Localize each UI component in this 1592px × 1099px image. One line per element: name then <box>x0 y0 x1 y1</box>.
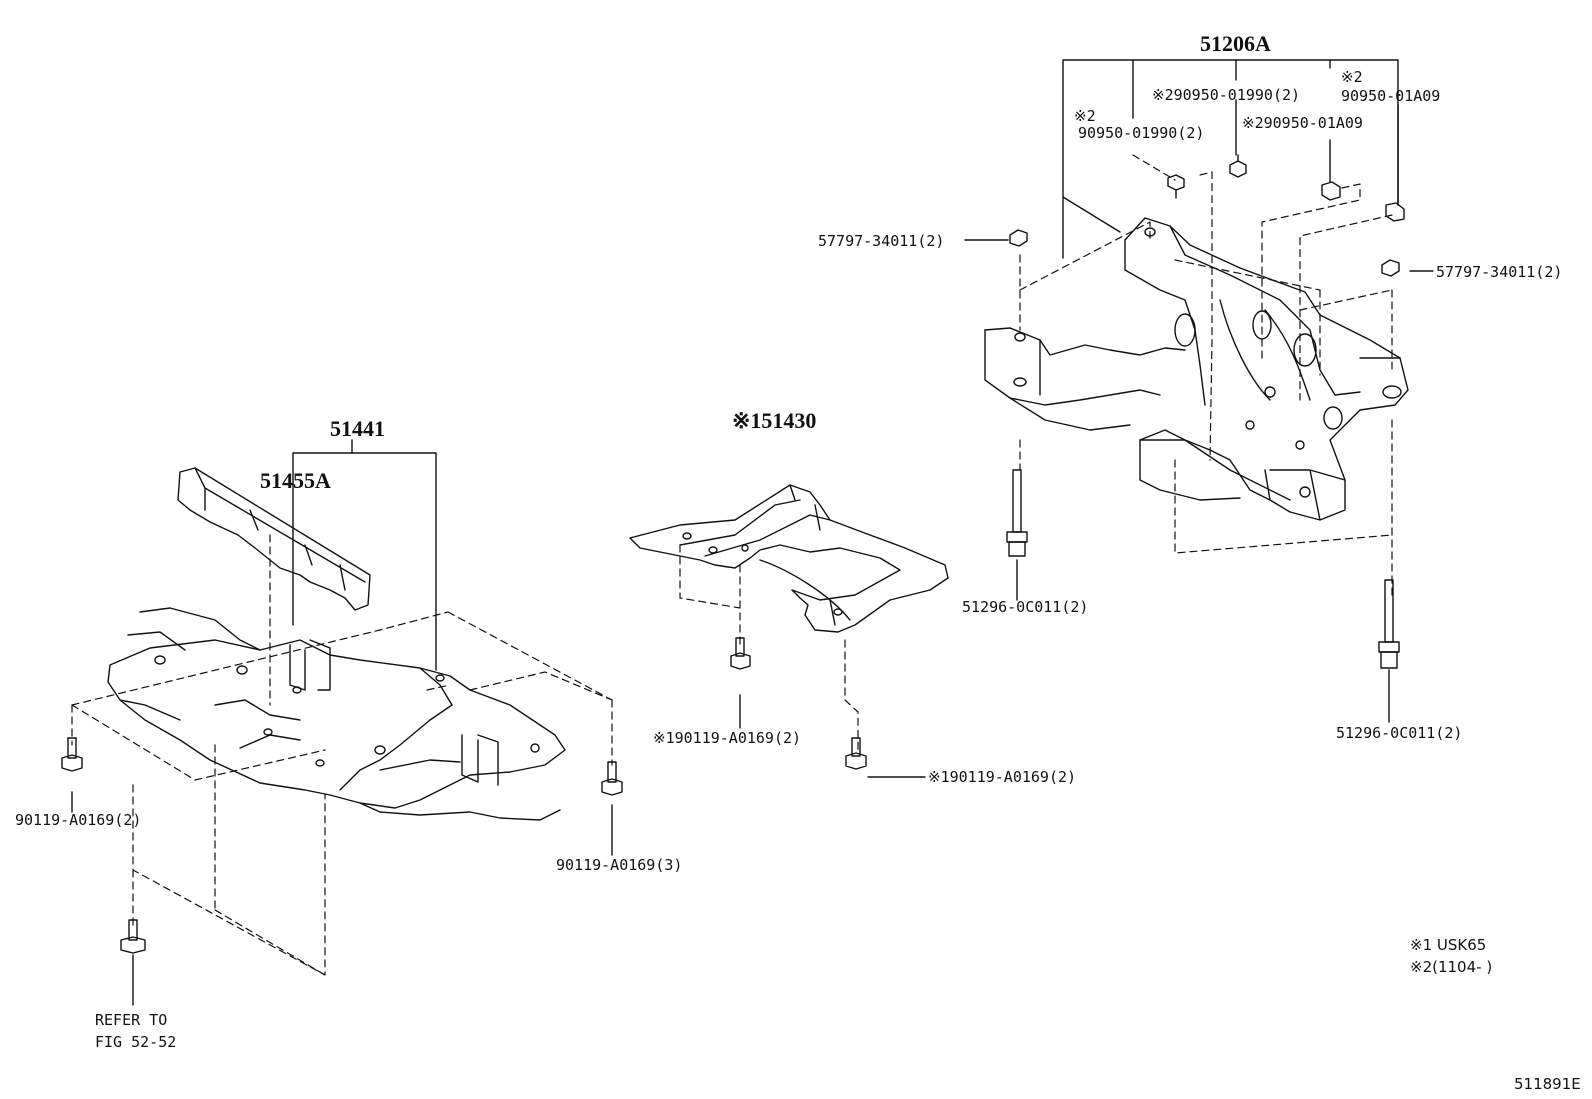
cover-51441 <box>107 607 566 821</box>
label-90119-left: 90119-A0169(2) <box>15 811 142 829</box>
label-51296-left: 51296-0C011(2) <box>962 598 1089 616</box>
label-51296-right: 51296-0C011(2) <box>1336 724 1463 742</box>
crossmember-51206A <box>984 217 1409 521</box>
label-90950-01990-left-mark: ※2 <box>1074 107 1096 125</box>
figure-id: 511891E <box>1514 1075 1581 1093</box>
label-51441: 51441 <box>330 416 385 441</box>
bolts-90119 <box>61 637 867 954</box>
refer-line-1: REFER TO <box>95 1011 168 1029</box>
label-51206A: 51206A <box>1200 31 1271 56</box>
bolts-51296 <box>1006 469 1400 669</box>
label-90950-01A09-mid: ※290950-01A09 <box>1242 114 1363 132</box>
clips-90950 <box>1009 154 1405 277</box>
shield-51430 <box>629 484 949 633</box>
label-90119-3: 90119-A0169(3) <box>556 856 683 874</box>
bar-51455A <box>177 467 371 611</box>
label-51430: ※151430 <box>732 408 817 433</box>
label-57797-left: 57797-34011(2) <box>818 232 945 250</box>
leader-lines <box>71 59 1434 1006</box>
label-90950-01A09-top-mark: ※2 <box>1341 68 1363 86</box>
refer-line-2: FIG 52-52 <box>95 1033 177 1051</box>
label-51455A: 51455A <box>260 468 331 493</box>
label-90119-center-upper: ※190119-A0169(2) <box>653 729 802 747</box>
label-90950-01990-left: 90950-01990(2) <box>1078 124 1205 142</box>
note-2: ※2(1104- ) <box>1410 958 1493 976</box>
label-90950-01A09-top: 90950-01A09 <box>1341 87 1441 105</box>
dashed-lines <box>71 154 1393 976</box>
label-90119-center-lower: ※190119-A0169(2) <box>928 768 1077 786</box>
label-57797-right: 57797-34011(2) <box>1436 263 1563 281</box>
note-1: ※1 USK65 <box>1410 936 1487 954</box>
label-90950-01990-mid: ※290950-01990(2) <box>1152 86 1301 104</box>
